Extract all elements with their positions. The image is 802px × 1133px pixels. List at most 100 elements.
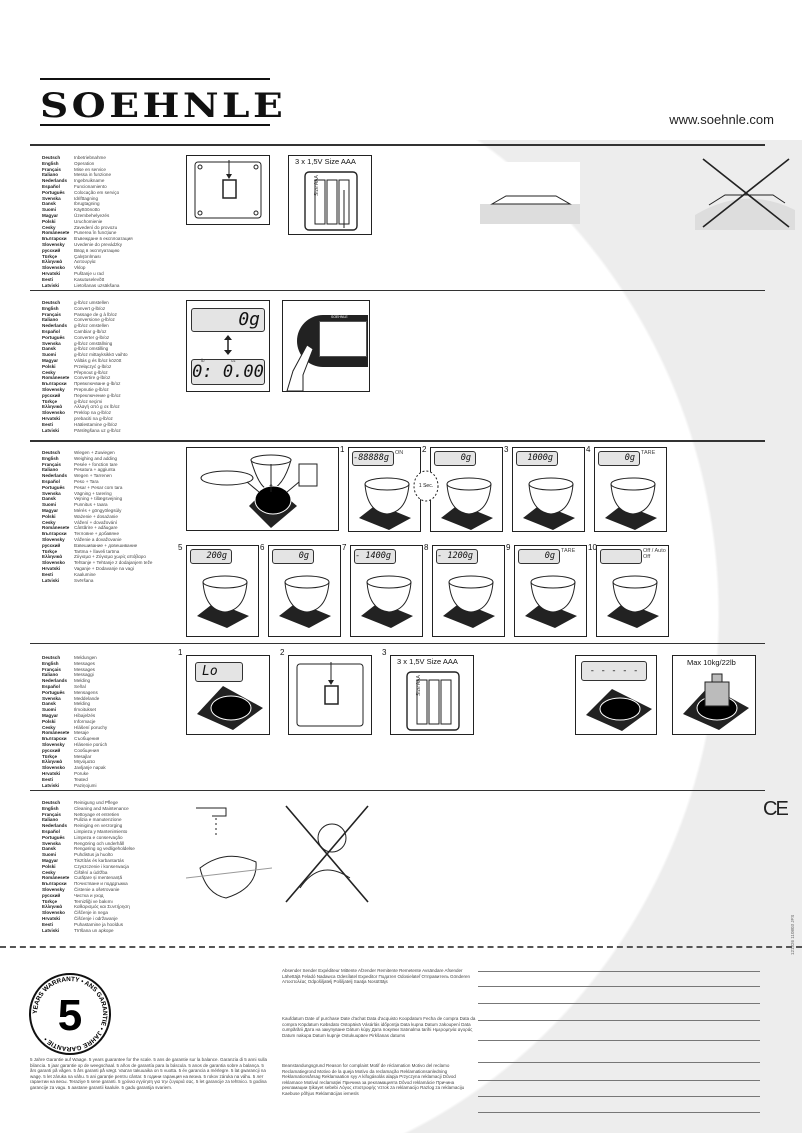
no-submerging-crossed-icon	[285, 805, 369, 903]
step-note: Off / Auto Off	[643, 548, 666, 560]
language-name: Eesti	[42, 421, 53, 427]
language-name: Slovensky	[42, 386, 65, 392]
language-name: Eesti	[42, 276, 53, 282]
language-name: Cesky	[42, 519, 56, 525]
language-name: Ελληνικά	[42, 904, 63, 910]
language-name: Suomi	[42, 707, 57, 713]
language-name: Slovensko	[42, 410, 65, 416]
complaint-reason-label: Beanstandungsgrund Reason for complaint …	[282, 1063, 465, 1096]
form-entry-line[interactable]	[478, 1112, 760, 1113]
form-entry-line[interactable]	[478, 1062, 760, 1063]
language-name: Latviski	[42, 782, 60, 788]
weighing-step-2: 0g	[430, 447, 503, 532]
translation: Mensagens	[74, 689, 98, 695]
translation: Teated	[74, 776, 88, 782]
language-name: Nederlands	[42, 323, 68, 329]
translation: Melding	[74, 678, 91, 684]
weighing-step-6: 0g	[268, 545, 341, 637]
language-name: Türkçe	[42, 898, 58, 904]
form-entry-line[interactable]	[478, 1080, 760, 1081]
form-entry-line[interactable]	[478, 1040, 760, 1041]
language-name: Cesky	[42, 224, 56, 230]
language-name: Latviski	[42, 577, 60, 583]
display-lb-oz: 0: 0.00	[191, 359, 265, 385]
translation: Ibrugtagning	[74, 201, 100, 207]
translation: Mérés + göngyölegsúly	[74, 507, 122, 513]
language-name: Español	[42, 478, 60, 484]
bowl-on-scale-icon	[523, 477, 575, 530]
language-name: Cesky	[42, 369, 56, 375]
translation: Convert g-lb/oz	[74, 305, 106, 311]
translation: Cântărire + adăugare	[74, 525, 118, 531]
language-name: Deutsch	[42, 155, 61, 160]
language-name: Polski	[42, 363, 56, 369]
language-name: Türkçe	[42, 253, 58, 259]
translation: Messa in funzione	[74, 172, 112, 178]
scale-display-window	[319, 321, 367, 357]
translation: Pesée + fonction tare	[74, 461, 118, 467]
language-name: Português	[42, 689, 65, 695]
unit-button-illustration: SOEHNLE	[282, 300, 370, 392]
form-entry-line[interactable]	[478, 986, 760, 987]
language-name: English	[42, 455, 59, 461]
form-entry-line[interactable]	[478, 1003, 760, 1004]
language-name: Български	[42, 531, 67, 537]
translation: Colocação em serviço	[74, 189, 120, 195]
form-entry-line[interactable]	[478, 971, 760, 972]
translation: Weighing and adding	[74, 455, 118, 461]
language-name: Hrvatski	[42, 770, 61, 776]
form-entry-line[interactable]	[478, 1096, 760, 1097]
language-name: Slovensko	[42, 910, 65, 916]
language-name: Dansk	[42, 496, 56, 502]
translation: Üzembehelyezés	[74, 212, 110, 218]
form-entry-line[interactable]	[478, 1020, 760, 1021]
language-name: Slovensky	[42, 241, 65, 247]
language-name: Românesete	[42, 875, 70, 881]
language-name: Magyar	[42, 712, 59, 718]
translation: Čiščenje in nega	[74, 910, 108, 916]
translation: Rengöring och underhåll	[74, 840, 125, 846]
scale-underside-icon	[296, 662, 364, 727]
language-name: Español	[42, 183, 60, 189]
translation: Tīrīšana un apkope	[74, 927, 114, 933]
section-divider	[30, 790, 765, 791]
language-name: Românesete	[42, 525, 70, 531]
open-battery-illustration	[288, 655, 372, 735]
language-name: Polski	[42, 218, 56, 224]
translation: Vägning + tarering	[74, 490, 112, 496]
bowl-on-scale-icon	[441, 477, 493, 530]
language-name: Românesete	[42, 375, 70, 381]
language-name: Polski	[42, 718, 56, 724]
wipe-with-damp-cloth-icon	[186, 807, 272, 899]
translation: Conversione g-lb/oz	[74, 317, 115, 323]
